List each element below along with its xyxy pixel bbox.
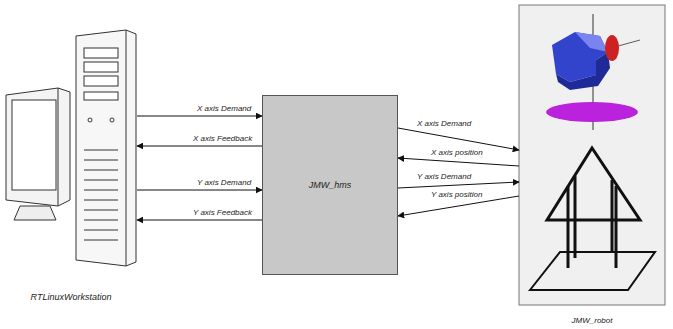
signal-label: X axis Demand bbox=[196, 104, 252, 114]
signal-arrow bbox=[398, 158, 519, 166]
node-label: JMW_robot bbox=[572, 316, 613, 325]
tower-illustration bbox=[76, 30, 136, 266]
signal-arrow bbox=[398, 182, 519, 188]
node-label: JMW_hms bbox=[309, 180, 352, 190]
signal-label: Y axis Feedback bbox=[192, 208, 253, 218]
signal-label: X axis Feedback bbox=[192, 134, 253, 144]
workstation-node: RTLinuxWorkstation bbox=[5, 30, 137, 302]
signal-arrow bbox=[137, 220, 262, 221]
signal-label: Y axis Demand bbox=[196, 178, 252, 188]
signal-label: X axis Demand bbox=[416, 119, 472, 129]
node-label: RTLinuxWorkstation bbox=[31, 292, 112, 302]
signal-label: Y axis Demand bbox=[416, 172, 472, 182]
robot-illustration bbox=[530, 14, 655, 290]
signal-arrow bbox=[137, 116, 262, 117]
robot-panel bbox=[519, 5, 665, 305]
monitor-illustration bbox=[6, 88, 70, 220]
signal-label: Y axis position bbox=[430, 190, 483, 200]
signal-arrow bbox=[137, 190, 262, 191]
process-box: JMW_hms bbox=[262, 95, 398, 275]
signal-arrow bbox=[137, 146, 262, 147]
signal-label: X axis position bbox=[430, 148, 484, 158]
signal-arrow bbox=[398, 128, 519, 150]
robot-node: JMW_robot bbox=[519, 5, 665, 325]
